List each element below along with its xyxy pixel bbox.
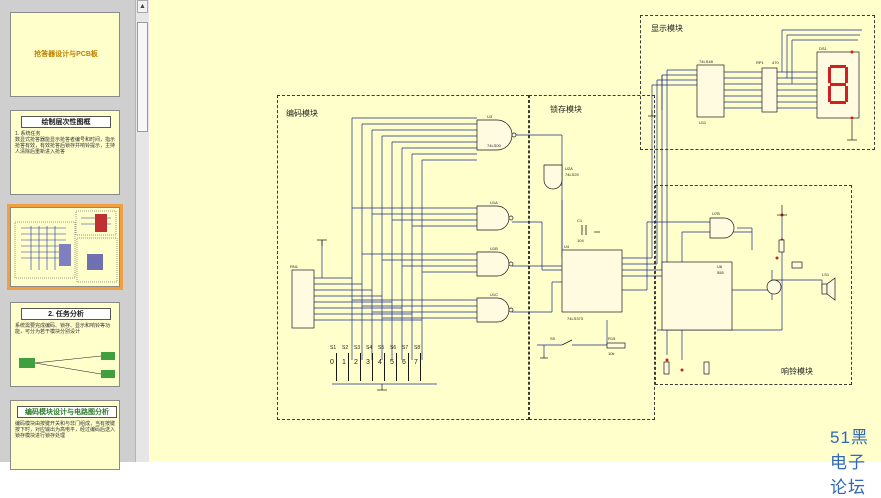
- decoder-ic-label: U11: [699, 120, 707, 125]
- switch-array: S1 0 S2 1 S3 2 S4 3 S5 4 S6 5 S7 6 S8 7: [330, 345, 510, 390]
- switch-contact: [348, 353, 349, 381]
- circuit-schematic: RN1 U3 74LS00 U1A U1B U1C U2A 74LS20 C1 …: [290, 29, 862, 391]
- slide-body: 1. 系统任务 数显式抢答器能显示抢答者编号和时间，指示抢答有效，有效抢答后锁存…: [15, 131, 116, 155]
- u1c-label: U1C: [490, 292, 498, 297]
- switch-number: 6: [402, 359, 406, 366]
- switch-number: 7: [414, 359, 418, 366]
- encoder-switch-2[interactable]: S2 1: [342, 345, 354, 390]
- switch-contact: [360, 353, 361, 381]
- switch-contact: [384, 353, 385, 381]
- thumbnail-scrollbar[interactable]: ▲: [135, 0, 149, 462]
- u7-label: U7B: [712, 211, 720, 216]
- rnet-label: RP1: [756, 60, 765, 65]
- diagram-preview: [19, 352, 115, 378]
- slide-title: 抢答器设计与PCB板: [34, 51, 98, 58]
- switch-contact: [336, 353, 337, 381]
- latch-module-frame: 锁存模块: [529, 95, 655, 420]
- speaker-label: LS1: [822, 272, 830, 277]
- encoder-switch-1[interactable]: S1 0: [330, 345, 342, 390]
- ring-module-frame: 响铃模块: [655, 185, 852, 385]
- encoder-switch-8[interactable]: S8 7: [414, 345, 426, 390]
- u1b-label: U1B: [490, 246, 498, 251]
- c1-label: C1: [577, 218, 583, 223]
- latch-ic-label: U4: [564, 244, 570, 249]
- schematic-preview: [14, 210, 118, 283]
- slide-thumbnail-5[interactable]: 编码模块设计与电路图分析 编码模块由按键开关和与非门组成，当有按键按下时，对应输…: [10, 400, 120, 470]
- display-module-frame: 显示模块: [640, 15, 875, 150]
- switch-number: 4: [378, 359, 382, 366]
- ring-module-label: 响铃模块: [781, 367, 813, 376]
- slide-thumbnail-2[interactable]: 绘制层次性图框 1. 系统任务 数显式抢答器能显示抢答者编号和时间，指示抢答有效…: [10, 110, 120, 195]
- switch-number: 1: [342, 359, 346, 366]
- switch-contact: [372, 353, 373, 381]
- switch-contact: [396, 353, 397, 381]
- switch-label: S8: [414, 345, 421, 351]
- slide-title: 绘制层次性图框: [21, 116, 111, 128]
- scroll-thumb[interactable]: [137, 22, 148, 132]
- host-button-label: S9: [550, 336, 556, 341]
- slide-body: 系统需要完成编码、锁存、显示和响铃等功能，可分为若干模块分别设计: [15, 323, 111, 335]
- switch-label: S5: [378, 345, 385, 351]
- timer-ic-label: U6: [717, 264, 723, 269]
- latch-ic-part: 74LS373: [567, 316, 584, 321]
- slide-thumbnail-4[interactable]: 2. 任务分析 系统需要完成编码、锁存、显示和响铃等功能，可分为若干模块分别设计: [10, 302, 120, 387]
- slide-body: 编码模块由按键开关和与非门组成，当有按键按下时，对应输出为高电平，经过编码后送入…: [15, 421, 116, 439]
- switch-contact: [420, 353, 421, 381]
- host-resistor-label: R15: [608, 336, 616, 341]
- switch-label: S4: [366, 345, 373, 351]
- scroll-up-icon[interactable]: ▲: [137, 0, 148, 13]
- timer-ic-part: 555: [717, 270, 724, 275]
- slide-title: 编码模块设计与电路图分析: [17, 406, 117, 418]
- c1-value: 104: [577, 238, 584, 243]
- host-resistor-value: 10k: [608, 351, 614, 356]
- decoder-ic-part: 74LS48: [699, 59, 714, 64]
- u3-label: U3: [487, 114, 493, 119]
- switch-number: 2: [354, 359, 358, 366]
- switch-label: S1: [330, 345, 337, 351]
- encode-module-label: 编码模块: [286, 109, 318, 118]
- encoder-switch-7[interactable]: S7 6: [402, 345, 414, 390]
- slide-thumbnail-1[interactable]: 抢答器设计与PCB板: [10, 12, 120, 97]
- latch-module-label: 锁存模块: [550, 105, 582, 114]
- switch-contact: [408, 353, 409, 381]
- switch-number: 0: [330, 359, 334, 366]
- slide-title: 2. 任务分析: [21, 308, 111, 320]
- switch-label: S3: [354, 345, 361, 351]
- encoder-switch-5[interactable]: S5 4: [378, 345, 390, 390]
- u2a-part: 74LS20: [565, 172, 580, 177]
- encode-module-frame: 编码模块: [277, 95, 529, 420]
- encoder-switch-4[interactable]: S4 3: [366, 345, 378, 390]
- switch-label: S2: [342, 345, 349, 351]
- switch-number: 5: [390, 359, 394, 366]
- rn1-label: RN1: [290, 264, 299, 269]
- switch-label: S6: [390, 345, 397, 351]
- u1a-label: U1A: [490, 200, 498, 205]
- u3-part: 74LS00: [487, 143, 502, 148]
- slide-thumbnail-panel: 抢答器设计与PCB板 绘制层次性图框 1. 系统任务 数显式抢答器能显示抢答者编…: [0, 0, 136, 470]
- u2a-label: U2A: [565, 166, 573, 171]
- encoder-switch-6[interactable]: S6 5: [390, 345, 402, 390]
- slide-thumbnail-3[interactable]: [7, 204, 123, 290]
- switch-label: S7: [402, 345, 409, 351]
- slide-canvas: 显示模块 编码模块 锁存模块 响铃模块: [262, 0, 881, 497]
- seg-display-label: DS1: [819, 46, 828, 51]
- forum-watermark: 51黑电子论坛: [830, 428, 869, 497]
- display-module-label: 显示模块: [651, 24, 683, 33]
- switch-number: 3: [366, 359, 370, 366]
- rnet-value: 470: [772, 60, 779, 65]
- encoder-switch-3[interactable]: S3 2: [354, 345, 366, 390]
- slide-canvas-margin: [149, 0, 262, 462]
